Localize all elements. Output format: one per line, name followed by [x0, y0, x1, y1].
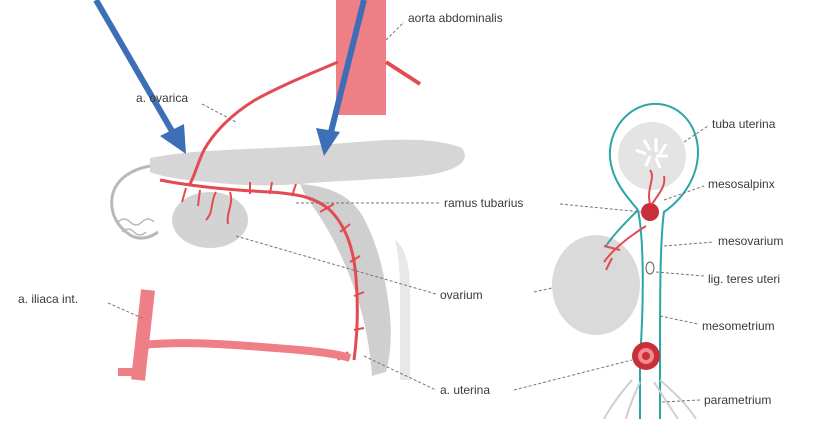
tubal-vessel [641, 203, 659, 221]
right-illustration: tuba uterina mesosalpinx mesovarium lig.… [514, 104, 783, 419]
label-mesovarium: mesovarium [718, 234, 783, 248]
leader-ovarica [202, 104, 236, 122]
leader-ovarium-right [534, 288, 552, 292]
left-illustration: aorta abdominalis a. ovarica ramus tubar… [18, 0, 523, 397]
uterine-artery [142, 343, 350, 358]
label-parametrium: parametrium [704, 393, 771, 407]
uterine-vessel-core [642, 352, 650, 360]
label-lig-teres: lig. teres uteri [708, 272, 780, 286]
arrow-left-shaft [96, 0, 176, 138]
leader-mesovarium [664, 242, 714, 246]
label-iliaca: a. iliaca int. [18, 292, 78, 306]
cervix-shape [395, 240, 410, 380]
iliac-artery [138, 290, 148, 380]
uterus-body-shape [300, 184, 391, 376]
blue-arrows [96, 0, 364, 156]
leader-mesosalpinx [664, 186, 704, 200]
ligament-teres-dot [646, 262, 654, 274]
label-ovarica: a. ovarica [136, 91, 188, 105]
ovary-cross-section [552, 235, 640, 335]
leader-iliaca [108, 303, 142, 318]
label-ovarium: ovarium [440, 288, 483, 302]
fimbria-shape [112, 166, 158, 238]
aorta-branch [386, 62, 420, 84]
leader-lig-teres [656, 272, 704, 276]
leader-uterina-right [514, 360, 632, 390]
label-ramus: ramus tubarius [444, 196, 523, 210]
label-mesosalpinx: mesosalpinx [708, 177, 775, 191]
label-tuba: tuba uterina [712, 117, 776, 131]
leader-aorta [386, 22, 404, 40]
leader-ramus-right [560, 204, 642, 212]
parametrium-strands [604, 380, 696, 419]
label-mesometrium: mesometrium [702, 319, 775, 333]
label-uterina: a. uterina [440, 383, 490, 397]
label-aorta: aorta abdominalis [408, 11, 503, 25]
leader-mesometrium [660, 316, 698, 324]
fimbria-coil [118, 219, 154, 235]
